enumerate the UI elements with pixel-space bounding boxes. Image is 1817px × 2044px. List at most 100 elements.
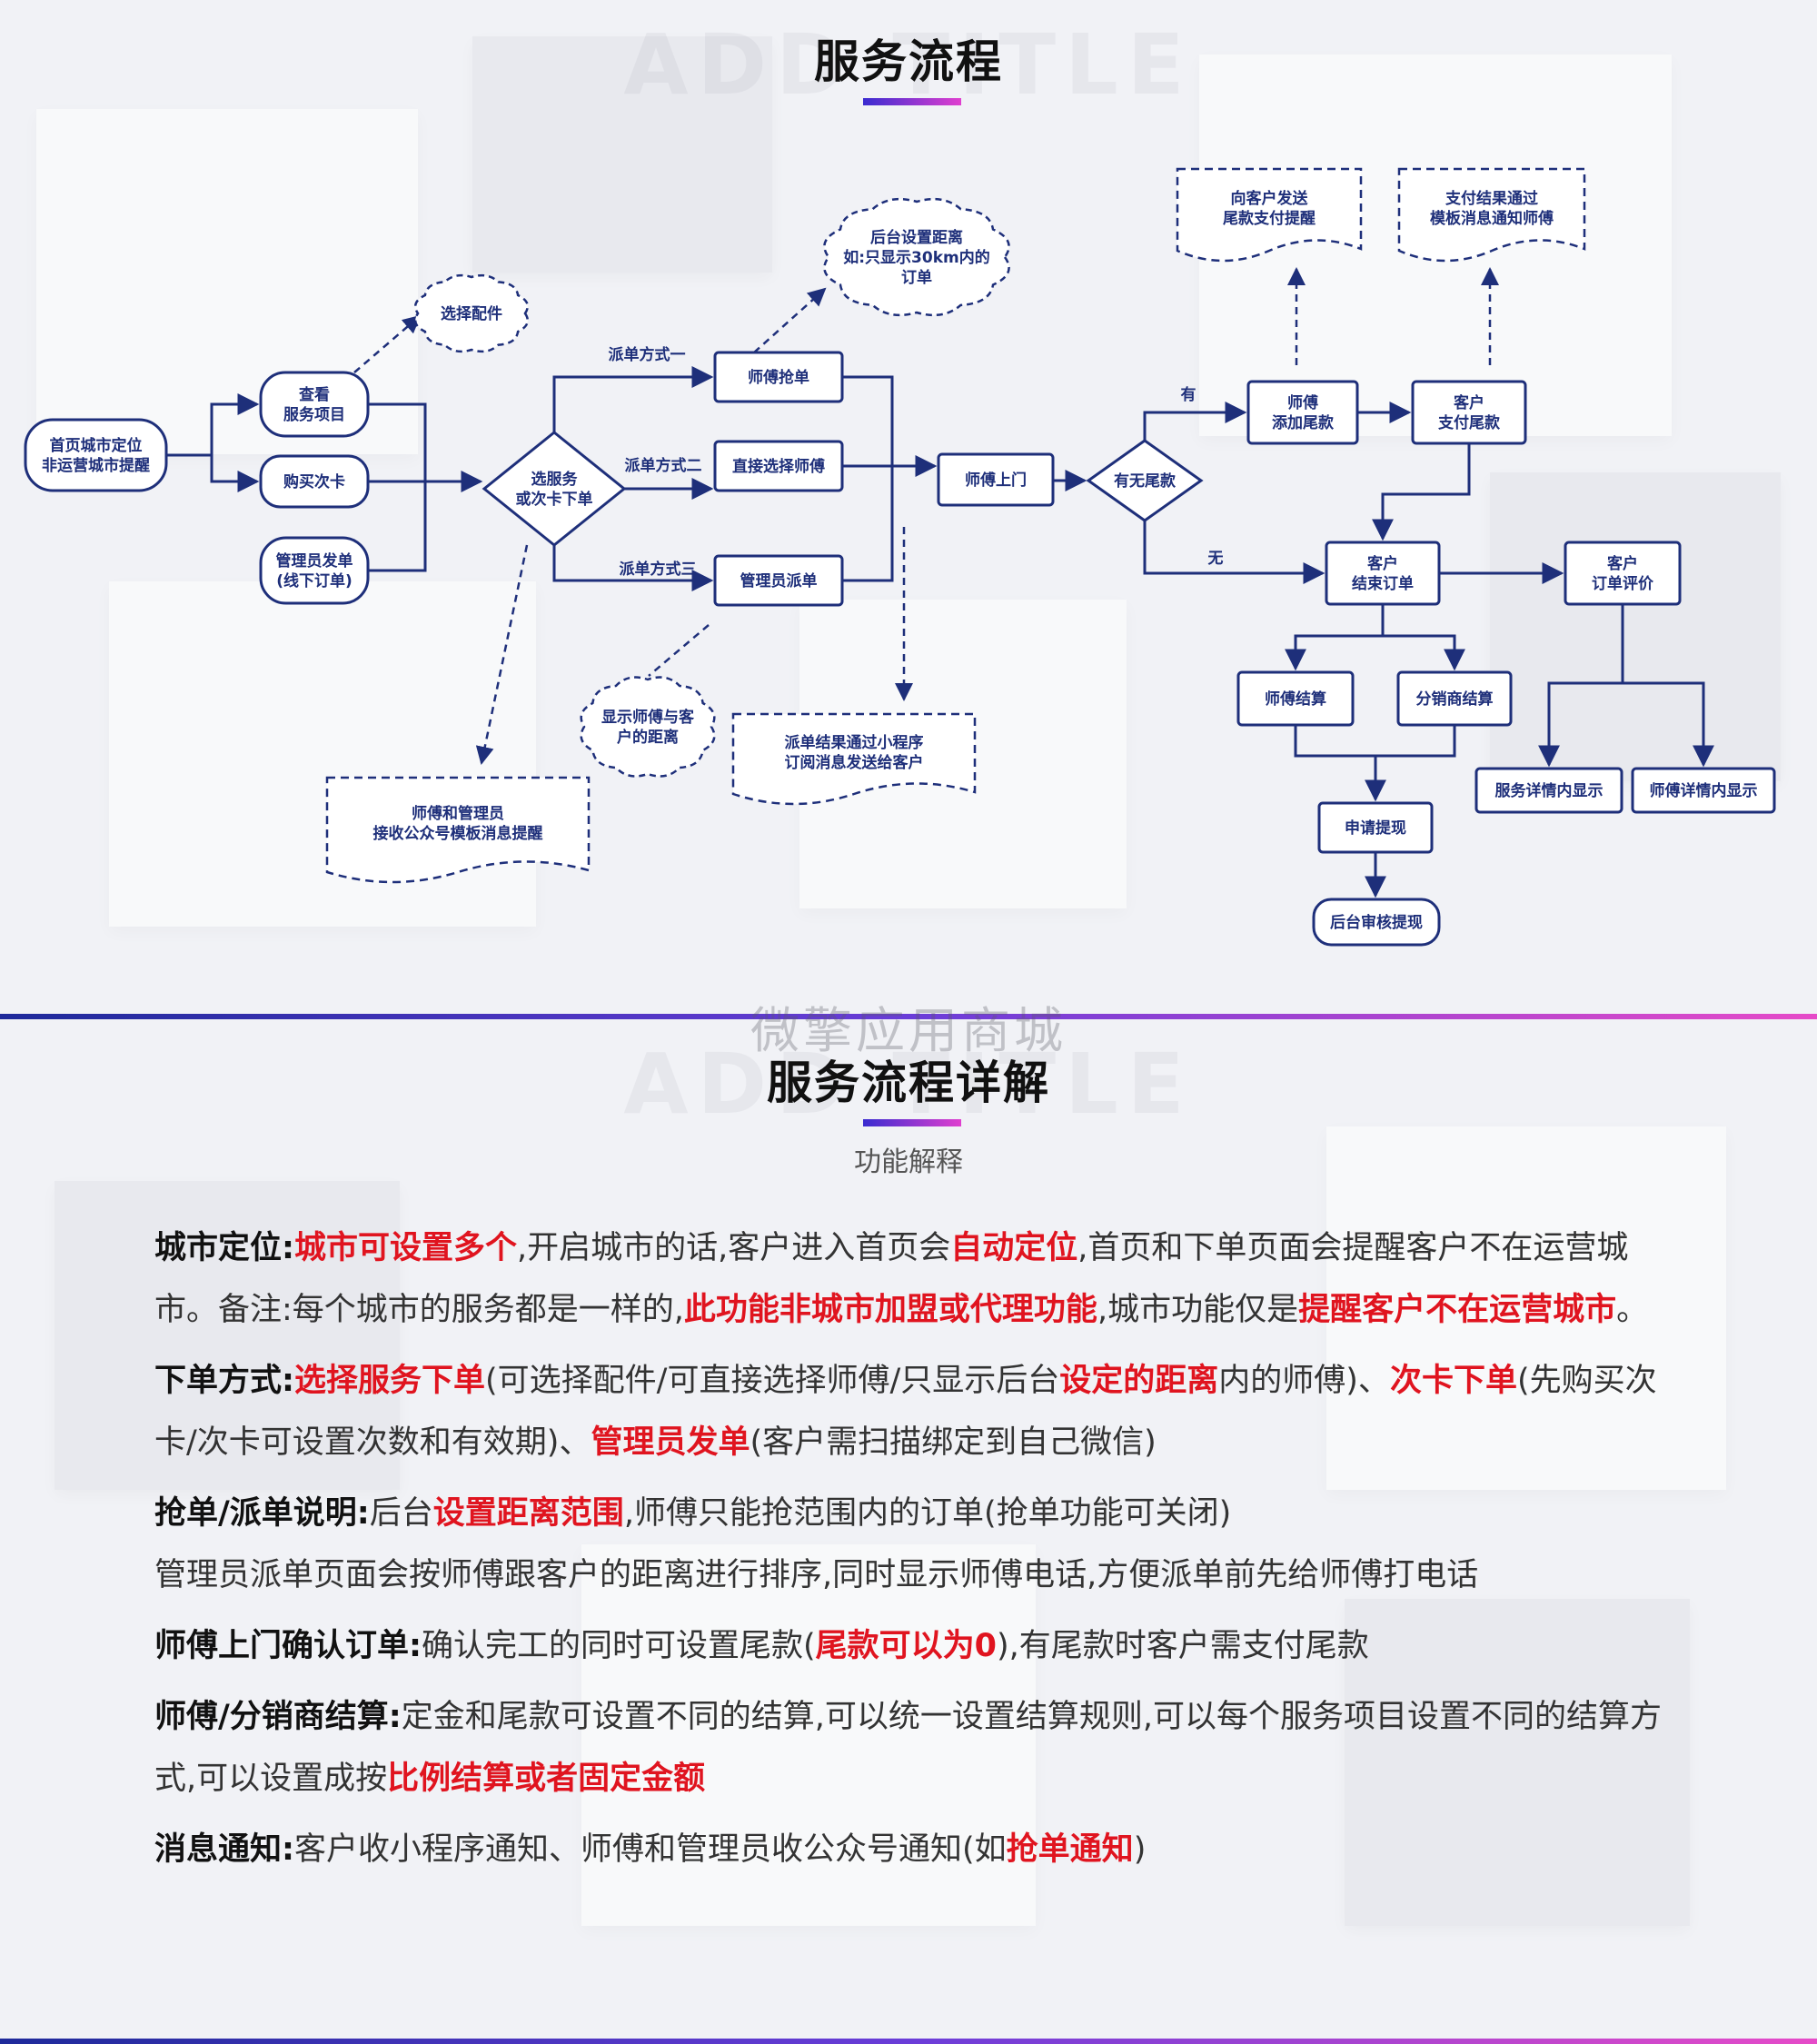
node-buy-label: 购买次卡 bbox=[283, 472, 345, 491]
edge-way1 bbox=[552, 366, 714, 432]
edge-label-no: 无 bbox=[1207, 550, 1224, 568]
node-balance bbox=[1086, 439, 1204, 522]
edge-label-way1: 派单方式一 bbox=[609, 345, 686, 364]
edge-pay-end bbox=[1372, 443, 1471, 541]
detail-label: 消息通知: bbox=[154, 1831, 294, 1868]
details-title: 服务流程详解 bbox=[767, 1057, 1050, 1109]
page-title: 服务流程 bbox=[814, 35, 1003, 88]
bg-tile bbox=[1490, 472, 1781, 781]
node-dispatch bbox=[713, 554, 844, 607]
ghost-title: ADD TITLE bbox=[623, 1036, 1194, 1133]
node-choose bbox=[482, 431, 627, 547]
bg-tile bbox=[55, 1181, 400, 1490]
edge-note-admin bbox=[475, 544, 529, 765]
node-direct-label: 直接选择师傅 bbox=[732, 457, 825, 476]
edge-label-yes: 有 bbox=[1181, 385, 1196, 404]
node-withdraw bbox=[1317, 801, 1434, 854]
flow-edges bbox=[166, 267, 1714, 898]
section-divider bbox=[0, 1014, 1817, 1019]
node-add-balance bbox=[1246, 380, 1359, 445]
node-settle-master-label: 师傅结算 bbox=[1265, 690, 1326, 709]
detail-text: 内的师傅)、 bbox=[1218, 1363, 1390, 1399]
bg-tile bbox=[1326, 1126, 1726, 1490]
note-accessory-label: 选择配件 bbox=[441, 304, 502, 323]
node-master-detail bbox=[1631, 767, 1776, 814]
note-notify-pay bbox=[1176, 167, 1363, 263]
detail-highlight: 自动定位 bbox=[950, 1230, 1078, 1266]
detail-text: ) bbox=[1133, 1831, 1147, 1868]
detail-label: 抢单/派单说明: bbox=[154, 1495, 370, 1532]
detail-text: ),有尾款时客户需支付尾款 bbox=[997, 1628, 1369, 1664]
node-pay-balance bbox=[1411, 380, 1527, 445]
edge-settle-merge bbox=[1294, 725, 1456, 758]
note-notify-pay-label: 尾款支付提醒 bbox=[1223, 209, 1316, 228]
note-notify-master-label: 模板消息通知师傅 bbox=[1430, 209, 1554, 228]
detail-text: ,开启城市的话,客户进入首页会 bbox=[517, 1230, 951, 1266]
note-notify-admin bbox=[325, 776, 591, 884]
node-service-detail-label: 服务详情内显示 bbox=[1495, 781, 1604, 800]
edge-no bbox=[1143, 521, 1326, 584]
note-notify-admin-label: 师傅和管理员 bbox=[412, 804, 504, 823]
note-notify-master-label: 支付结果通过 bbox=[1445, 189, 1538, 208]
node-add-balance-label: 添加尾款 bbox=[1272, 413, 1335, 432]
edge-review-service bbox=[1538, 604, 1624, 768]
note-distance-setting-label: 订单 bbox=[901, 268, 932, 287]
edge-end-settle-master bbox=[1285, 604, 1385, 671]
node-dispatch-label: 管理员派单 bbox=[740, 571, 818, 590]
node-settle-dist bbox=[1396, 670, 1513, 727]
edge-grab-merge bbox=[842, 375, 894, 582]
edge-yes bbox=[1143, 402, 1247, 441]
node-settle-dist-label: 分销商结算 bbox=[1416, 690, 1494, 709]
detail-text: 定金和尾款可设置不同的结算,可以统一设置结算规则,可以每个服务项目设置不同的结算… bbox=[154, 1699, 1663, 1797]
node-withdraw-label: 申请提现 bbox=[1345, 819, 1406, 838]
detail-text: 。 bbox=[1616, 1292, 1649, 1328]
detail-highlight: 设定的距离 bbox=[1059, 1363, 1219, 1399]
note-distance-setting-label: 如:只显示30km内的 bbox=[843, 248, 989, 267]
detail-text: 确认完工的同时可设置尾款( bbox=[422, 1628, 816, 1664]
note-accessory bbox=[413, 273, 530, 353]
flow-nodes bbox=[24, 167, 1776, 947]
node-grab-label: 师傅抢单 bbox=[748, 368, 809, 387]
edge-note-accessory bbox=[353, 314, 422, 373]
detail-highlight: 提醒客户不在运营城市 bbox=[1298, 1292, 1617, 1328]
note-show-distance bbox=[580, 676, 716, 778]
note-notify-client-label: 订阅消息发送给客户 bbox=[785, 753, 924, 772]
detail-text: (客户需扫描绑定到自己微信) bbox=[750, 1424, 1157, 1461]
note-notify-client-label: 派单结果通过小程序 bbox=[785, 733, 924, 752]
node-add-balance-label: 师傅 bbox=[1287, 393, 1318, 412]
detail-paragraph: 消息通知:客户收小程序通知、师傅和管理员收公众号通知(如抢单通知) bbox=[154, 1819, 1681, 1880]
service-flowchart: 首页城市定位非运营城市提醒查看服务项目购买次卡管理员发单(线下订单)选服务或次卡… bbox=[24, 167, 1776, 947]
node-balance-label: 有无尾款 bbox=[1114, 471, 1177, 491]
edge-review-master bbox=[1623, 681, 1714, 768]
note-notify-client bbox=[731, 712, 977, 806]
node-view-label: 查看 bbox=[298, 385, 330, 404]
note-notify-pay-label: 向客户发送 bbox=[1231, 189, 1309, 208]
detail-text: ,师傅只能抢范围内的订单(抢单功能可关闭) bbox=[623, 1495, 1232, 1532]
bg-tile bbox=[1345, 1599, 1690, 1926]
node-review bbox=[1564, 541, 1682, 606]
detail-label: 师傅/分销商结算: bbox=[154, 1699, 402, 1735]
bg-tile bbox=[472, 36, 772, 273]
edge-home-view bbox=[166, 393, 260, 457]
edge-note-show-distance bbox=[648, 624, 710, 677]
node-end-label: 结束订单 bbox=[1352, 574, 1414, 593]
detail-highlight: 设置距离范围 bbox=[432, 1495, 624, 1532]
details-subtitle: 功能解释 bbox=[854, 1146, 963, 1178]
note-show-distance-label: 显示师傅与客 bbox=[601, 708, 695, 727]
detail-label: 师傅上门确认订单: bbox=[154, 1628, 422, 1664]
node-end bbox=[1325, 541, 1441, 606]
detail-text: ,城市功能仅是 bbox=[1097, 1292, 1299, 1328]
detail-text: 后台 bbox=[369, 1495, 433, 1532]
detail-paragraph: 师傅/分销商结算:定金和尾款可设置不同的结算,可以统一设置结算规则,可以每个服务… bbox=[154, 1686, 1681, 1810]
node-grab bbox=[713, 351, 844, 403]
detail-text: (先购买次卡/次卡可设置次数和有效期)、 bbox=[154, 1363, 1657, 1461]
edge-note-distance bbox=[753, 287, 827, 353]
bg-tile bbox=[581, 1544, 1036, 1926]
watermark: 微擎应用商城 bbox=[750, 1002, 1067, 1059]
node-end-label: 客户 bbox=[1366, 554, 1398, 573]
node-review-label: 客户 bbox=[1606, 554, 1638, 573]
detail-paragraph: 城市定位:城市可设置多个,开启城市的话,客户进入首页会自动定位,首页和下单页面会… bbox=[154, 1217, 1681, 1341]
title-underline bbox=[863, 98, 961, 105]
node-home-label: 非运营城市提醒 bbox=[42, 456, 150, 475]
detail-label: 城市定位: bbox=[154, 1230, 294, 1266]
